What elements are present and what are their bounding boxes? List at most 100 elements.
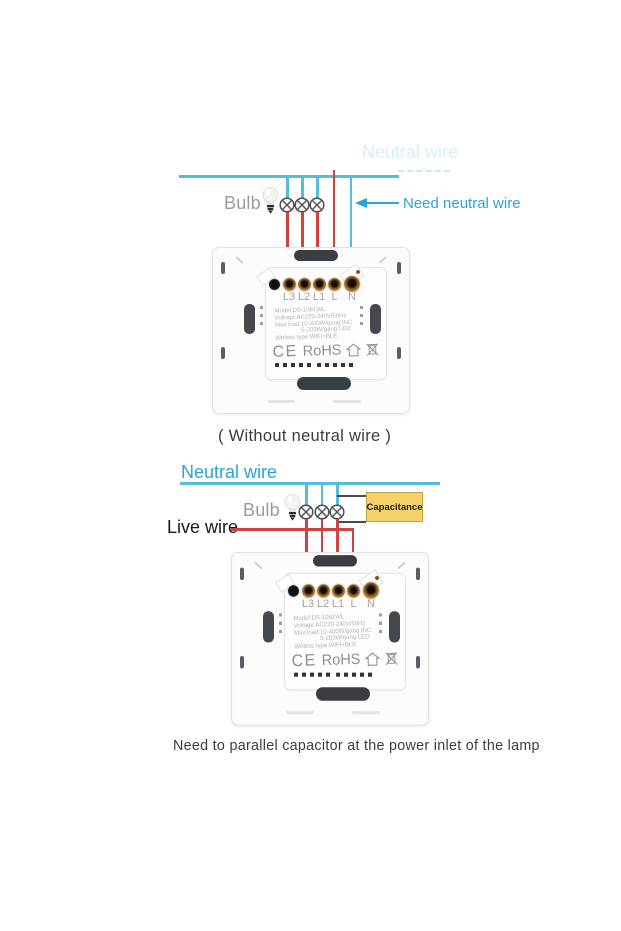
neutral-drop-wire <box>286 176 289 198</box>
terminal-screw-l <box>347 583 360 598</box>
faded-neutral-wire-label: Neutral wire <box>362 142 459 162</box>
mounting-clip <box>221 262 225 274</box>
mounting-clip <box>397 347 401 359</box>
live-wire-line <box>231 528 353 531</box>
side-slot <box>244 304 255 334</box>
terminal-hole <box>287 584 299 597</box>
terminal-label-l2: L2 <box>297 291 311 303</box>
arrow-shaft <box>367 201 399 205</box>
neutral-drop-wire <box>320 483 323 505</box>
neutral-drop-wire <box>316 176 319 198</box>
connector-pin-strip <box>317 363 354 367</box>
plate-corner-tick <box>397 561 406 569</box>
live-to-l-terminal-wire <box>332 170 335 284</box>
top-slot <box>294 250 338 261</box>
lamp-symbol <box>309 197 325 213</box>
bottom-slot <box>297 377 351 390</box>
house-icon <box>346 343 362 357</box>
plate-bottom-mark <box>333 400 361 403</box>
mounting-clip <box>416 567 420 581</box>
mounting-clip <box>240 567 244 581</box>
terminal-label-n: N <box>348 291 356 303</box>
crossed-bin-icon <box>366 343 380 356</box>
terminal-label-l: L <box>350 597 357 611</box>
diagram1-caption: ( Without neutral wire ) <box>218 427 392 445</box>
side-dot-column <box>379 613 382 637</box>
lamp-symbol <box>298 504 314 520</box>
terminal-label-n: N <box>367 597 375 611</box>
block-screw <box>375 575 379 581</box>
terminal-screw-l <box>328 277 341 291</box>
neutral-wire-line <box>179 175 399 178</box>
lamp-symbol <box>313 504 330 520</box>
terminal-screw-l3 <box>282 277 296 291</box>
terminal-label-l1: L1 <box>331 597 345 611</box>
plate-corner-tick <box>254 561 263 569</box>
rohs-mark: RoHS <box>302 342 342 360</box>
neutral-wire-label: Neutral wire <box>181 462 278 482</box>
capacitor-lead-top <box>337 495 366 497</box>
lamp-symbol <box>294 197 310 213</box>
lamp-symbol <box>329 504 345 520</box>
ce-mark: CE <box>291 651 318 671</box>
need-neutral-wire-label: Need neutral wire <box>403 195 521 212</box>
capacitor-box: Capacitance <box>366 492 423 522</box>
ce-mark: CE <box>272 342 299 361</box>
neutral-wire-line <box>180 482 440 485</box>
terminal-label-l3: L3 <box>282 291 296 303</box>
connector-pin-strip <box>294 672 331 677</box>
bulb-icon <box>262 187 279 214</box>
spec-text-block: Model:DS-1081WL Voltage:AC220-240V/50Hz … <box>274 305 367 342</box>
mounting-clip <box>240 656 244 669</box>
terminal-screw-l1 <box>331 583 345 598</box>
terminal-label-l: L <box>331 291 338 303</box>
neutral-drop-wire <box>305 483 308 505</box>
switch-device-1: L3 L2 L1 L N Model:DS-1081WL Voltage:AC2… <box>212 247 410 414</box>
terminal-hole <box>268 278 280 290</box>
crossed-bin-icon <box>385 652 399 666</box>
terminal-screw-n <box>343 275 360 292</box>
terminal-screw-l2 <box>297 277 311 291</box>
side-slot <box>389 611 400 643</box>
side-slot <box>370 304 381 334</box>
certification-row: CE RoHS <box>265 340 388 362</box>
connector-pin-strip <box>336 672 373 677</box>
neutral-drop-wire <box>336 483 339 505</box>
plate-bottom-mark <box>267 400 295 403</box>
switch-device-2: L3 L2 L1 L N Model:DS-1081WL Voltage:AC2… <box>231 552 429 726</box>
neutral-to-n-terminal-wire <box>349 176 352 284</box>
terminal-label-l1: L1 <box>312 291 326 303</box>
block-screw <box>356 270 360 274</box>
bulb-icon <box>284 494 301 521</box>
top-slot <box>313 555 357 567</box>
plate-corner-tick <box>235 256 244 264</box>
plate-bottom-mark <box>286 711 314 715</box>
faded-neutral-line <box>398 170 450 172</box>
bulb-label: Bulb <box>224 193 261 213</box>
side-slot <box>263 611 274 643</box>
capacitor-lead-bottom <box>337 521 366 523</box>
live-wire-label: Live wire <box>167 517 239 537</box>
side-dot-column <box>260 306 263 328</box>
bottom-slot <box>316 687 370 701</box>
lamp-symbol <box>279 197 295 213</box>
certification-row: CE RoHS <box>284 649 407 672</box>
spec-text-block: Model:DS-1081WL Voltage:AC220-240V/50Hz … <box>293 613 386 652</box>
side-dot-column <box>360 306 363 328</box>
house-icon <box>365 652 381 666</box>
need-neutral-arrow <box>355 198 399 208</box>
terminal-screw-l3 <box>301 583 315 598</box>
bulb-label: Bulb <box>243 500 280 520</box>
mounting-clip <box>397 262 401 274</box>
terminal-screw-l2 <box>316 583 330 598</box>
diagram2-caption: Need to parallel capacitor at the power … <box>173 738 540 754</box>
connector-pin-strip <box>275 363 312 367</box>
terminal-label-l2: L2 <box>316 597 330 611</box>
terminal-screw-l1 <box>312 277 326 291</box>
rohs-mark: RoHS <box>321 651 361 670</box>
terminal-screw-n <box>362 581 379 599</box>
plate-corner-tick <box>378 256 387 264</box>
neutral-drop-wire <box>301 176 304 198</box>
mounting-clip <box>416 656 420 669</box>
